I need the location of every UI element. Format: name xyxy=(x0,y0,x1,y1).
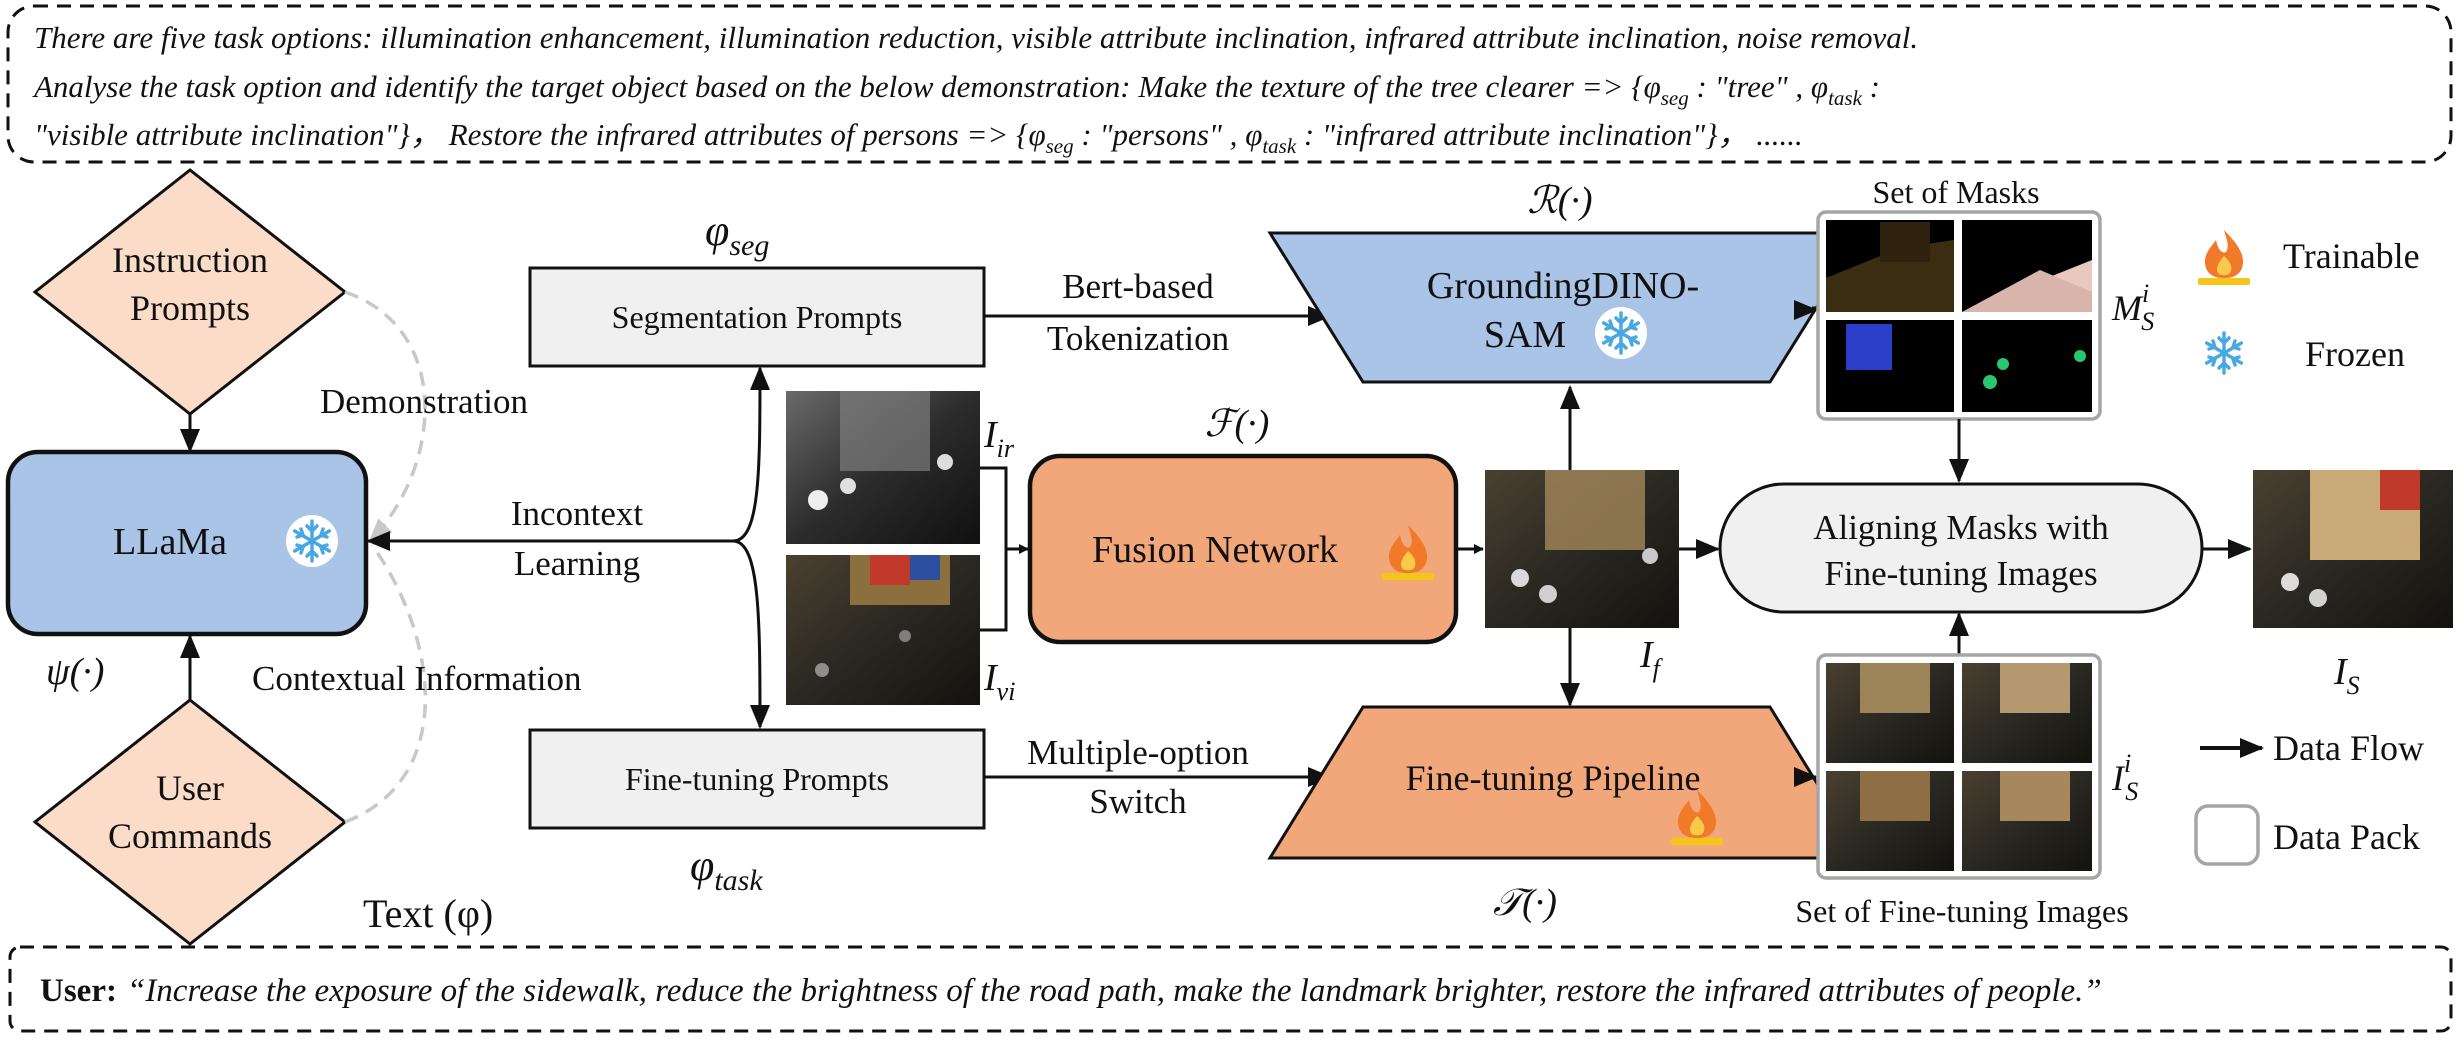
user-commands-diamond xyxy=(32,698,348,946)
align-label-2: Fine-tuning Images xyxy=(1824,554,2097,593)
psi-symbol: ψ(·) xyxy=(46,651,104,693)
phi-task-symbol: φtask xyxy=(690,841,763,897)
top-note-line1: There are five task options: illuminatio… xyxy=(34,20,1918,55)
align-label-1: Aligning Masks with xyxy=(1813,508,2109,547)
set-of-finetuning-images-label: Set of Fine-tuning Images xyxy=(1795,893,2128,929)
contextual-information-label: Contextual Information xyxy=(252,659,582,698)
grounding-label-1: GroundingDINO- xyxy=(1427,265,1699,307)
user-commands-label-1: User xyxy=(156,768,224,808)
branch-down-curve xyxy=(732,539,770,729)
legend-frozen-label: Frozen xyxy=(2305,334,2405,374)
top-note-box xyxy=(6,4,2453,164)
multi-option-label-1: Multiple-option xyxy=(1027,733,1249,772)
demonstration-curve xyxy=(344,290,427,543)
grounding-frozen-icon xyxy=(1593,305,1649,361)
fused-image xyxy=(1485,470,1679,628)
legend-trainable-label: Trainable xyxy=(2283,236,2420,276)
user-note-box xyxy=(8,945,2453,1033)
legend-frozen-icon xyxy=(2196,325,2252,381)
grounding-dino-sam-trapezoid xyxy=(1267,231,1866,384)
i-ir-symbol: Iir xyxy=(983,414,1015,463)
infrared-image xyxy=(786,391,980,544)
finetuning-prompts-label: Fine-tuning Prompts xyxy=(625,761,889,797)
f-symbol: ℱ(·) xyxy=(1205,403,1270,445)
user-commands-label-2: Commands xyxy=(108,816,272,856)
output-image xyxy=(2253,470,2453,628)
incontext-label-1: Incontext xyxy=(511,494,643,533)
segmentation-prompts-box xyxy=(528,266,986,368)
bert-label-2: Tokenization xyxy=(1047,319,1229,358)
text-phi-label: Text (φ) xyxy=(363,891,493,936)
legend-data-pack-label: Data Pack xyxy=(2273,817,2420,857)
set-of-masks-label: Set of Masks xyxy=(1872,174,2039,210)
t-symbol: 𝒯(·) xyxy=(1493,882,1557,924)
fusion-network-label: Fusion Network xyxy=(1092,529,1338,571)
finetuning-pipeline-label: Fine-tuning Pipeline xyxy=(1406,758,1701,798)
i-f-symbol: If xyxy=(1639,634,1664,683)
demonstration-label: Demonstration xyxy=(320,382,528,421)
source-bracket xyxy=(980,466,1008,632)
legend-data-pack-swatch xyxy=(2194,804,2260,866)
bert-label-1: Bert-based xyxy=(1062,267,1214,306)
top-note-line3: "visible attribute inclination"}， Restor… xyxy=(34,117,1803,158)
instruction-prompts-label-1: Instruction xyxy=(112,240,268,280)
visible-image xyxy=(786,555,980,705)
user-note-text: User:“Increase the exposure of the sidew… xyxy=(40,973,2102,1009)
grounding-label-2: SAM xyxy=(1484,314,1566,356)
branch-up-curve xyxy=(732,366,770,543)
top-note-line2: Analyse the task option and identify the… xyxy=(32,69,1880,110)
llama-frozen-icon xyxy=(284,513,340,569)
r-symbol: ℛ(·) xyxy=(1527,180,1592,222)
legend-data-flow-label: Data Flow xyxy=(2273,728,2424,768)
multi-option-label-2: Switch xyxy=(1089,782,1187,821)
finetuning-prompts-box xyxy=(528,728,986,830)
finetuning-image-tiles xyxy=(1826,663,2092,871)
phi-seg-symbol: φseg xyxy=(705,206,769,262)
segmentation-prompts-label: Segmentation Prompts xyxy=(612,299,903,335)
i-s-symbol: IS xyxy=(2333,651,2360,700)
llama-label: LLaMa xyxy=(113,521,227,563)
mask-tiles xyxy=(1826,220,2092,412)
i-vi-symbol: Ivi xyxy=(983,657,1015,706)
incontext-label-2: Learning xyxy=(514,544,640,583)
legend-trainable-icon xyxy=(2198,230,2250,285)
instruction-prompts-label-2: Prompts xyxy=(130,288,250,328)
